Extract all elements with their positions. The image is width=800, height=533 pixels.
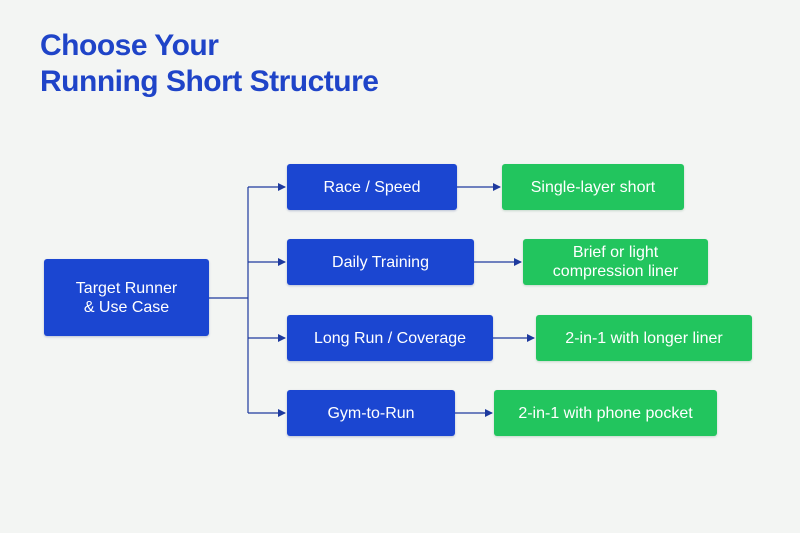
- result-label-line-2: compression liner: [552, 263, 679, 280]
- result-node-longer-liner: 2-in-1 with longer liner: [536, 315, 752, 361]
- result-node-brief-liner: Brief or light compression liner: [523, 239, 708, 285]
- category-label: Daily Training: [332, 253, 429, 271]
- category-label: Gym-to-Run: [327, 404, 415, 422]
- category-label: Long Run / Coverage: [313, 329, 467, 347]
- diagram-title-line-2: Running Short Structure: [40, 65, 379, 98]
- root-node-line-1: Target Runner: [75, 279, 178, 297]
- category-node-daily-training: Daily Training: [287, 239, 474, 285]
- diagram-title: Choose Your Running Short Structure: [40, 28, 379, 100]
- category-node-race-speed: Race / Speed: [287, 164, 457, 210]
- root-node-line-2: & Use Case: [83, 298, 170, 316]
- result-label: 2-in-1 with phone pocket: [518, 404, 693, 422]
- root-node-target-runner: Target Runner & Use Case: [44, 259, 209, 336]
- result-label: Single-layer short: [530, 178, 656, 196]
- category-label: Race / Speed: [323, 178, 421, 196]
- category-node-gym-to-run: Gym-to-Run: [287, 390, 455, 436]
- result-node-single-layer-short: Single-layer short: [502, 164, 684, 210]
- result-label: 2-in-1 with longer liner: [565, 329, 723, 347]
- result-label-line-1: Brief or light: [572, 244, 659, 261]
- category-node-long-run-coverage: Long Run / Coverage: [287, 315, 493, 361]
- result-node-phone-pocket: 2-in-1 with phone pocket: [494, 390, 717, 436]
- diagram-title-line-1: Choose Your: [40, 29, 219, 62]
